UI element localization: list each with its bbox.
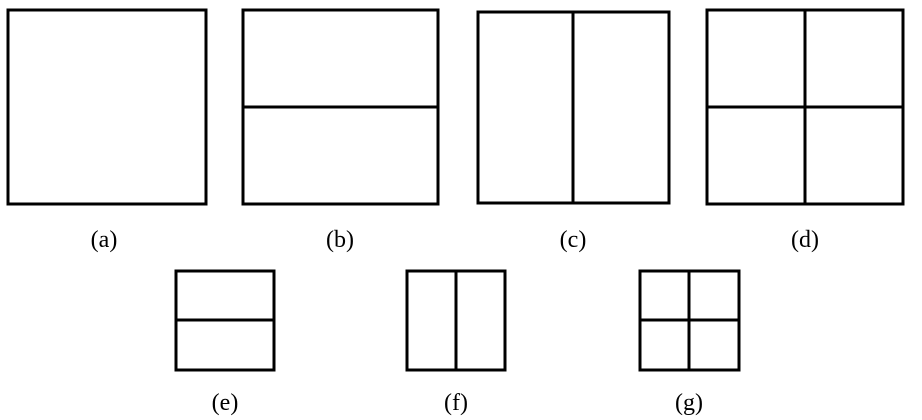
panel-a-label: (a) bbox=[91, 227, 118, 253]
panel-c-label: (c) bbox=[560, 227, 587, 253]
panel-b: (b) bbox=[241, 8, 440, 253]
panel-b-label: (b) bbox=[326, 227, 354, 253]
panel-e: (e) bbox=[174, 269, 276, 416]
panel-g-label: (g) bbox=[675, 390, 703, 416]
panel-a: (a) bbox=[6, 8, 208, 253]
panel-c: (c) bbox=[476, 10, 671, 253]
panel-g: (g) bbox=[638, 269, 741, 416]
panel-e-label: (e) bbox=[212, 390, 239, 416]
panel-d-label: (d) bbox=[791, 227, 819, 253]
panel-a-square bbox=[6, 8, 208, 206]
panel-d: (d) bbox=[705, 8, 905, 253]
panel-f: (f) bbox=[405, 269, 507, 416]
panel-f-label: (f) bbox=[444, 390, 468, 416]
